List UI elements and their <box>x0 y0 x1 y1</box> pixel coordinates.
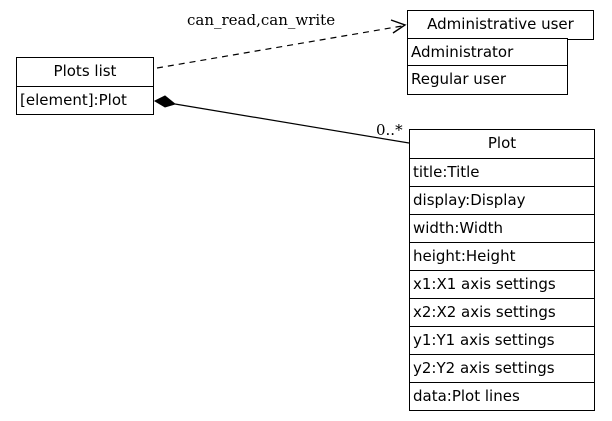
permission-arrowhead <box>390 19 407 34</box>
plots-list-title: Plots list <box>53 62 117 80</box>
plot-attribute: height:Height <box>410 242 594 270</box>
plots-list-attribute: [element]:Plot <box>17 86 153 114</box>
plot-attribute: x2:X2 axis settings <box>410 298 594 326</box>
plot-class[interactable]: Plot title:Title display:Display width:W… <box>409 129 595 411</box>
administrative-user-class[interactable]: Administrative user <box>407 10 594 40</box>
plot-attribute: data:Plot lines <box>410 382 594 410</box>
composition-edge <box>174 103 410 144</box>
regular-user-subtype: Regular user <box>407 66 568 95</box>
permission-edge-label: can_read,can_write <box>187 11 336 29</box>
plot-title: Plot <box>487 134 517 152</box>
multiplicity-label: 0..* <box>376 121 403 139</box>
plot-attribute: width:Width <box>410 214 594 242</box>
plot-attribute: display:Display <box>410 186 594 214</box>
plot-attribute: y1:Y1 axis settings <box>410 326 594 354</box>
administrator-subtype: Administrator <box>407 38 568 66</box>
administrative-user-title: Administrative user <box>427 15 574 33</box>
plots-list-class[interactable]: Plots list [element]:Plot <box>16 57 154 115</box>
permission-edge <box>156 25 403 69</box>
plot-attribute: x1:X1 axis settings <box>410 270 594 298</box>
plot-attribute: y2:Y2 axis settings <box>410 354 594 382</box>
plot-attribute: title:Title <box>410 158 594 186</box>
composition-diamond <box>153 95 177 108</box>
